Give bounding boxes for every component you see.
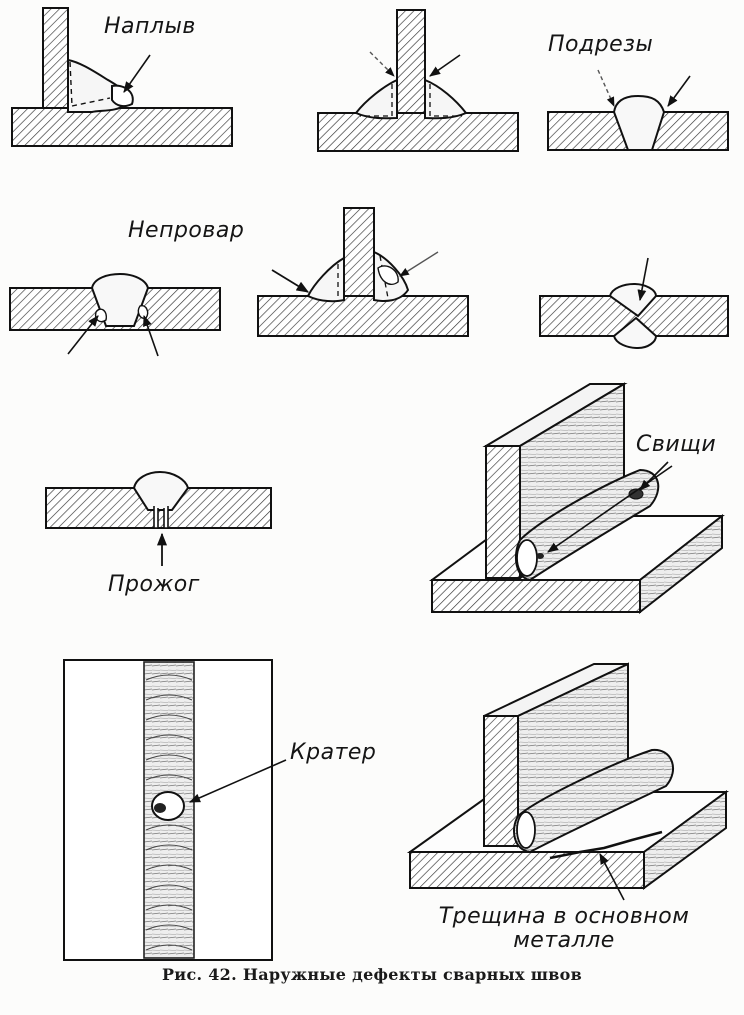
label-crack-line2: металле	[513, 928, 615, 953]
crater-diagram	[63, 659, 287, 961]
overlap-diagram	[11, 7, 233, 147]
crack-3d-diagram	[406, 662, 730, 901]
undercut-tjoint-diagram	[317, 9, 519, 152]
label-lack-of-fusion: Непровар	[128, 218, 245, 243]
label-overlap: Наплыв	[104, 14, 196, 39]
label-crack-line1: Трещина в основном	[438, 904, 690, 929]
lack-of-fusion-double-diagram	[539, 257, 729, 350]
label-burn-through: Прожог	[108, 572, 200, 597]
burn-through-diagram	[45, 470, 272, 566]
label-crater: Кратер	[290, 740, 377, 765]
undercut-butt-diagram	[547, 69, 729, 151]
pores-3d-diagram	[428, 382, 725, 615]
lack-of-fusion-tjoint-diagram	[257, 207, 469, 337]
figure-caption: Рис. 42. Наружные дефекты сварных швов	[161, 965, 583, 984]
label-pores: Свищи	[636, 432, 717, 457]
lack-of-fusion-butt-diagram	[9, 272, 221, 357]
label-undercuts: Подрезы	[548, 32, 654, 57]
